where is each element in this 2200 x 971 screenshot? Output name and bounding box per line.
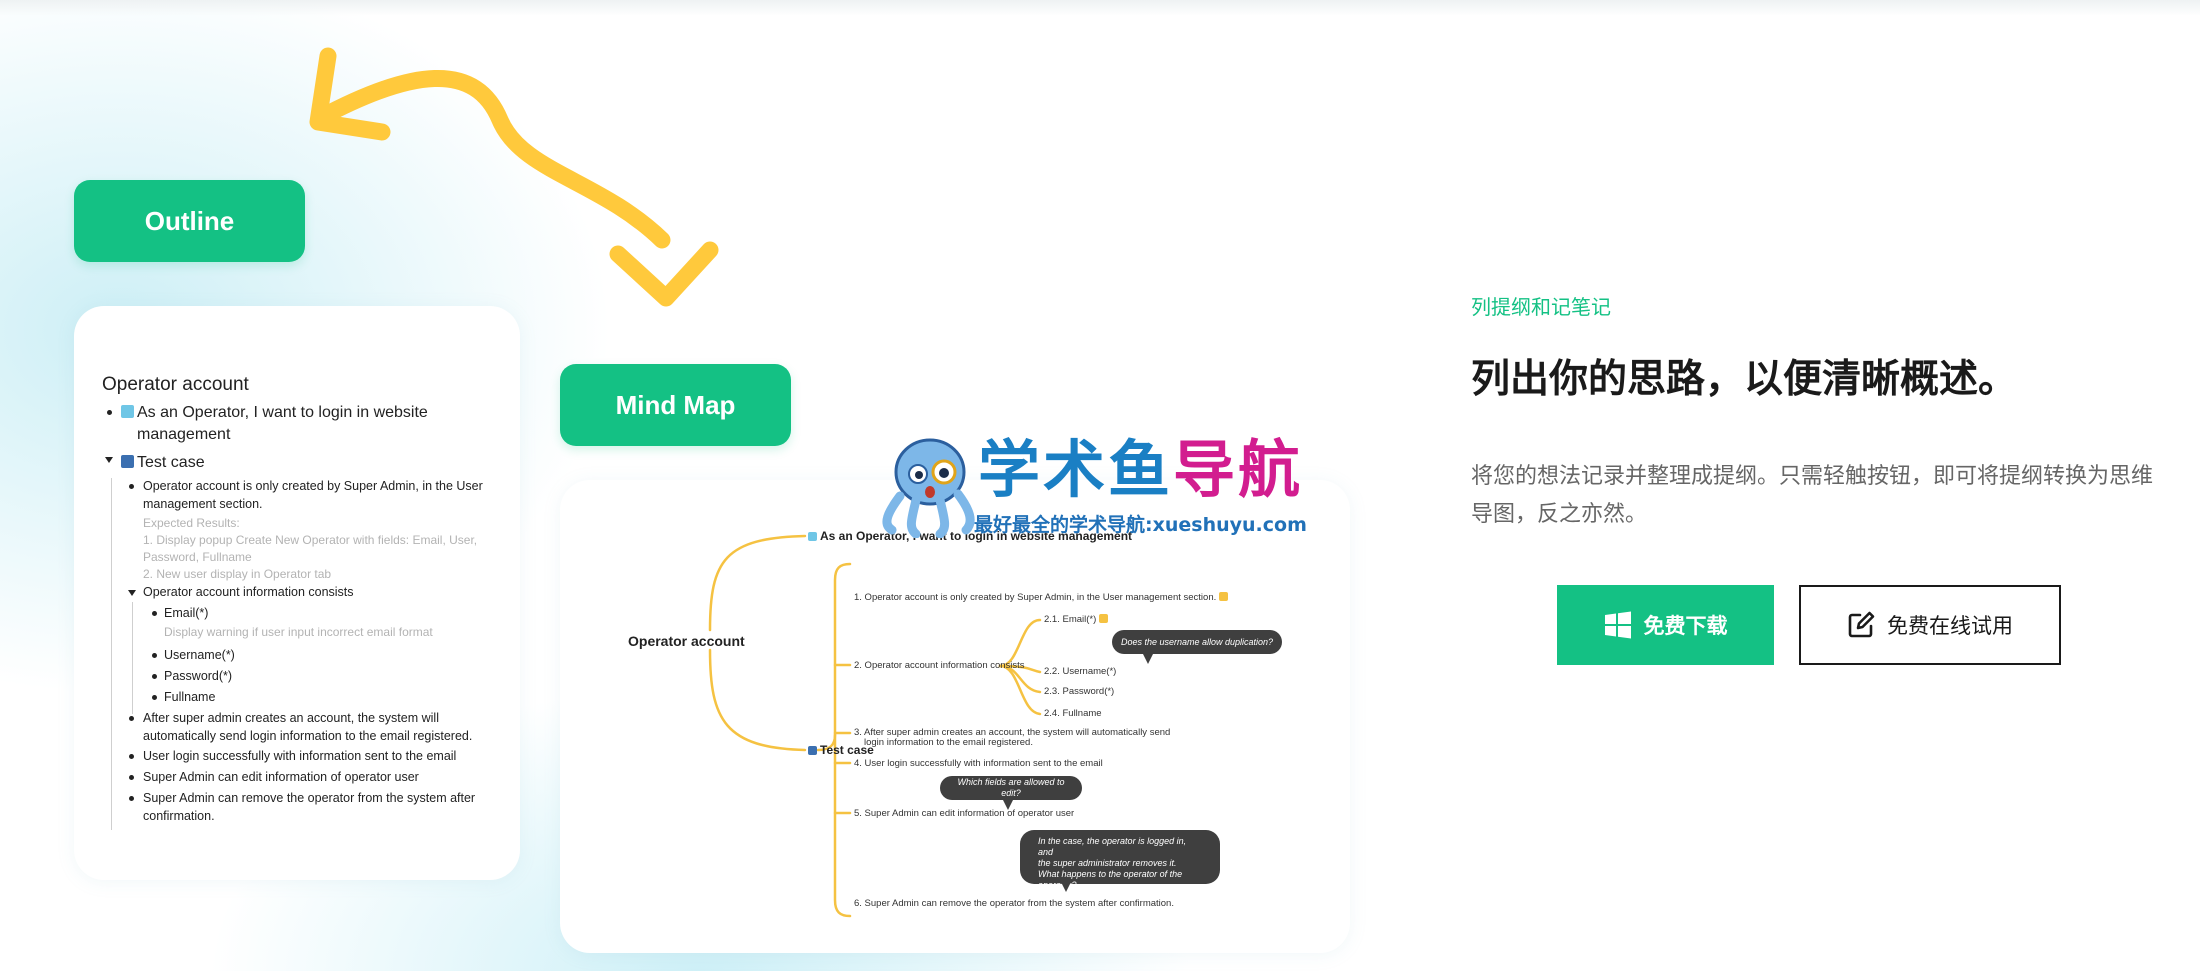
bullet-dot bbox=[152, 674, 157, 679]
outline-sub-6: Super Admin can remove the operator from… bbox=[143, 791, 476, 805]
mindmap-node-3-cont: login information to the email registere… bbox=[864, 737, 1033, 748]
outline-expected-1-cont: Password, Fullname bbox=[143, 550, 252, 564]
outline-sub-4: User login successfully with information… bbox=[143, 749, 457, 763]
mindmap-node-2-4: 2.4. Fullname bbox=[1044, 708, 1102, 719]
outline-sub-3-cont: automatically send login information to … bbox=[143, 729, 473, 743]
bullet-dot bbox=[152, 695, 157, 700]
mindmap-node-1: 1. Operator account is only created by S… bbox=[854, 592, 1229, 604]
watermark-subtitle: 最好最全的学术导航:xueshuyu.com bbox=[974, 514, 1307, 536]
outline-expected-2: 2. New user display in Operator tab bbox=[143, 567, 332, 581]
outline-label: Outline bbox=[74, 180, 305, 262]
outline-sub-6-cont: confirmation. bbox=[143, 809, 215, 823]
bullet-dot bbox=[107, 410, 112, 415]
outline-sub-5: Super Admin can edit information of oper… bbox=[143, 770, 419, 784]
watermark: 学术鱼导航 最好最全的学术导航:xueshuyu.com bbox=[878, 434, 1318, 538]
outline-sub-3: After super admin creates an account, th… bbox=[143, 711, 439, 725]
outline-item-story: As an Operator, I want to login in websi… bbox=[121, 402, 428, 423]
outline-guide-line bbox=[111, 478, 112, 830]
mindmap-label: Mind Map bbox=[560, 364, 791, 446]
free-online-trial-label: 免费在线试用 bbox=[1887, 614, 2013, 638]
outline-field-email-warn: Display warning if user input incorrect … bbox=[164, 625, 433, 639]
edit-square-icon bbox=[1847, 611, 1875, 639]
watermark-title: 学术鱼导航 bbox=[978, 433, 1304, 506]
windows-logo-icon bbox=[1604, 611, 1632, 639]
bullet-dot bbox=[152, 653, 157, 658]
bullet-dot bbox=[129, 775, 134, 780]
bullet-dot bbox=[129, 796, 134, 801]
outline-sub-1: Operator account is only created by Supe… bbox=[143, 479, 483, 493]
outline-guide-line bbox=[132, 602, 133, 714]
curved-arrow-icon bbox=[309, 47, 719, 307]
outline-field-password: Password(*) bbox=[164, 669, 233, 683]
testcase-icon bbox=[121, 455, 134, 468]
mindmap-comment-2: Which fields are allowed to edit? bbox=[940, 776, 1082, 800]
free-online-trial-button[interactable]: 免费在线试用 bbox=[1799, 585, 2061, 665]
story-icon bbox=[121, 405, 134, 418]
mindmap-comment-1: Does the username allow duplication? bbox=[1112, 630, 1282, 654]
free-download-label: 免费下载 bbox=[1643, 614, 1728, 638]
bullet-dot bbox=[152, 611, 157, 616]
collapse-triangle-icon[interactable] bbox=[128, 590, 136, 596]
bullet-dot bbox=[129, 716, 134, 721]
mindmap-comment-3: In the case, the operator is logged in, … bbox=[1020, 830, 1220, 890]
outline-field-email: Email(*) bbox=[164, 606, 209, 620]
feature-title: 列出你的思路，以便清晰概述。 bbox=[1471, 357, 2018, 402]
feature-description: 将您的想法记录并整理成提纲。只需轻触按钮，即可将提纲转换为思维导图，反之亦然。 bbox=[1471, 464, 2154, 527]
mindmap-node-2: 2. Operator account information consists bbox=[854, 660, 1025, 671]
bullet-dot bbox=[129, 484, 134, 489]
free-download-button[interactable]: 免费下载 bbox=[1557, 585, 1774, 665]
top-fade bbox=[0, 0, 2200, 16]
octopus-mascot-icon bbox=[882, 438, 975, 538]
note-icon bbox=[1099, 614, 1109, 623]
mindmap-branch-testcase: Test case bbox=[808, 744, 874, 756]
outline-sub-2: Operator account information consists bbox=[143, 585, 354, 599]
mindmap-node-2-1: 2.1. Email(*) bbox=[1044, 614, 1109, 626]
outline-expected: Expected Results: bbox=[143, 516, 240, 530]
note-icon bbox=[1219, 592, 1229, 601]
mindmap-node-6: 6. Super Admin can remove the operator f… bbox=[854, 898, 1174, 909]
outline-field-fullname: Fullname bbox=[164, 690, 216, 704]
outline-expected-1: 1. Display popup Create New Operator wit… bbox=[143, 533, 478, 547]
mindmap-node-5: 5. Super Admin can edit information of o… bbox=[854, 808, 1075, 819]
outline-title: Operator account bbox=[102, 374, 249, 395]
comment-tail bbox=[1002, 798, 1014, 810]
feature-eyebrow: 列提纲和记笔记 bbox=[1471, 295, 1611, 319]
outline-sub-1-cont: management section. bbox=[143, 497, 263, 511]
comment-tail bbox=[1060, 880, 1072, 892]
mindmap-node-3: 3. After super admin creates an account,… bbox=[854, 727, 1171, 738]
mindmap-card: Operator account As an Operator, I want … bbox=[560, 480, 1350, 953]
outline-card: Operator account As an Operator, I want … bbox=[74, 306, 520, 880]
outline-field-username: Username(*) bbox=[164, 648, 235, 662]
story-icon bbox=[808, 532, 817, 541]
mindmap-root-node: Operator account bbox=[628, 633, 745, 649]
mindmap-node-2-3: 2.3. Password(*) bbox=[1044, 686, 1115, 697]
collapse-triangle-icon[interactable] bbox=[105, 457, 113, 463]
mindmap-node-2-2: 2.2. Username(*) bbox=[1044, 666, 1117, 677]
mindmap-node-4: 4. User login successfully with informat… bbox=[854, 758, 1103, 769]
outline-item-story-cont: management bbox=[137, 426, 231, 443]
comment-tail bbox=[1142, 652, 1154, 664]
mindmap-branches bbox=[708, 534, 1042, 918]
testcase-icon bbox=[808, 746, 817, 755]
outline-item-testcase: Test case bbox=[121, 452, 205, 473]
bullet-dot bbox=[129, 754, 134, 759]
mindmap-branch-story: As an Operator, I want to login in websi… bbox=[808, 530, 1132, 542]
